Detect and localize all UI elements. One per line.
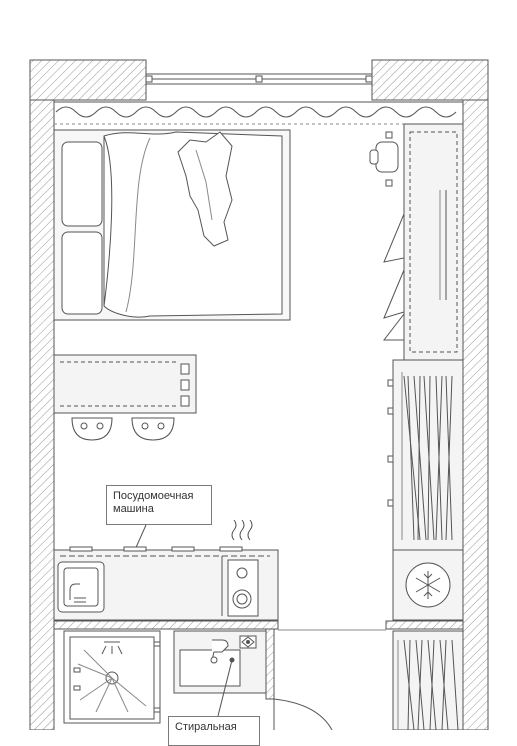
wall-top-left [29, 59, 147, 101]
desk-unit [369, 123, 464, 361]
oven [227, 559, 259, 617]
pillow-top [61, 141, 103, 227]
dining-table [53, 354, 197, 441]
stool-left [71, 417, 113, 441]
blanket [103, 131, 283, 318]
bathroom-sink [173, 630, 267, 717]
bed [53, 129, 291, 321]
door [273, 698, 333, 730]
kitchen-sink [57, 561, 105, 613]
wardrobe-top [403, 123, 464, 361]
fridge [392, 549, 464, 621]
washing-machine-label: Стиральная [168, 716, 260, 746]
curtain [54, 101, 463, 125]
dishwasher-label: Посудомоечная машина [106, 485, 212, 525]
basin-faucet-icon [211, 639, 229, 661]
shower [63, 630, 161, 724]
wall-bathroom-vertical [265, 628, 275, 700]
faucet-icon [69, 583, 80, 600]
stool-right [131, 417, 175, 441]
shelf-bracket-1 [383, 213, 405, 263]
walls [29, 59, 489, 730]
snowflake-icon [415, 571, 441, 599]
throw [177, 131, 233, 247]
mixer-icon [239, 635, 257, 649]
wardrobe [387, 359, 464, 551]
kitchen-counter [53, 546, 279, 621]
lower-wardrobe [392, 630, 464, 730]
window [145, 73, 373, 85]
wall-right [462, 99, 489, 730]
chair [375, 141, 399, 173]
steam-icon [231, 519, 253, 541]
burner-large [232, 589, 252, 609]
burner-small [236, 567, 248, 579]
shelf-bracket-2 [383, 269, 405, 319]
shower-head-icon [101, 641, 123, 655]
pillow-bottom [61, 231, 103, 315]
floor-plan [29, 59, 489, 730]
wall-top-right [371, 59, 489, 101]
wall-partition-left [53, 620, 279, 630]
wall-partition-right [385, 620, 464, 630]
shelf-bracket-3 [382, 312, 405, 341]
wall-left [29, 99, 55, 730]
